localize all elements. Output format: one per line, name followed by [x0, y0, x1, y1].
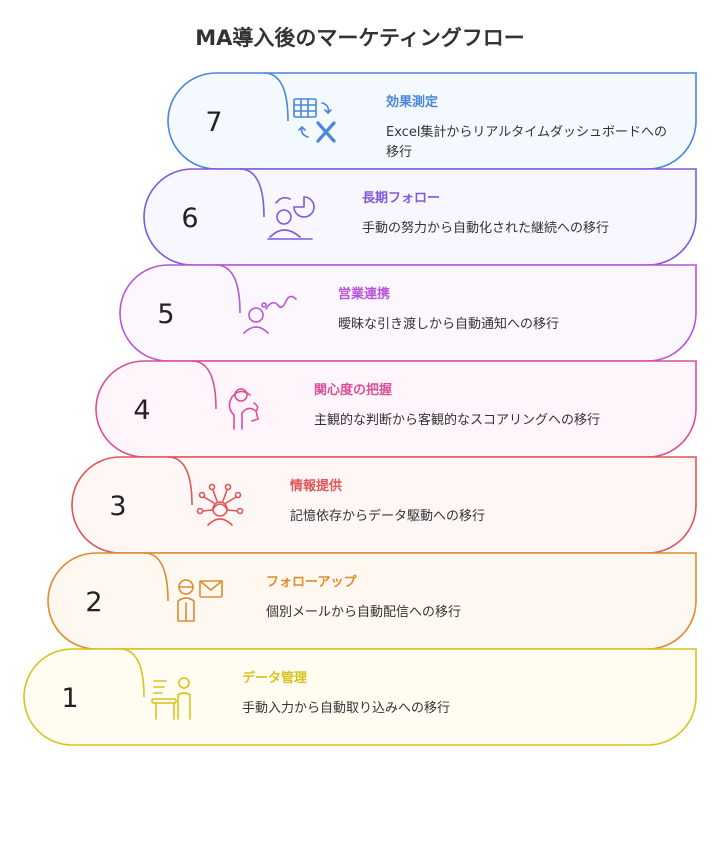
step-band-7: [167, 72, 697, 170]
person-with-mail-icon: [177, 579, 223, 622]
step-number-1: 1: [61, 683, 78, 714]
step-band-2: [47, 552, 697, 650]
step-band-1: [23, 648, 697, 746]
step-description-2: 個別メールから自動配信への移行: [266, 605, 462, 620]
step-divider-1: [119, 648, 145, 698]
step-band-3: [71, 456, 697, 554]
step-number-2: 2: [85, 587, 102, 618]
step-divider-3: [167, 456, 193, 506]
step-band-5: [119, 264, 697, 362]
person-with-network-icon: [196, 483, 244, 526]
step-divider-5: [215, 264, 241, 314]
step-description-3: 記憶依存からデータ駆動への移行: [290, 509, 486, 524]
step-number-4: 4: [133, 395, 150, 426]
person-with-path-icon: [243, 295, 297, 334]
step-divider-6: [239, 168, 265, 218]
step-number-3: 3: [109, 491, 126, 522]
person-with-chart-icon: [267, 196, 315, 240]
page-title: MA導入後のマーケティングフロー: [195, 26, 525, 50]
step-description-5: 曖昧な引き渡しから自動通知への移行: [338, 317, 560, 332]
head-profile-icon: [228, 388, 259, 430]
step-title-2: フォローアップ: [266, 575, 357, 590]
step-band-4: [95, 360, 697, 458]
step-divider-7: [263, 72, 289, 122]
step-band-6: [143, 168, 697, 266]
step-description-6: 手動の努力から自動化された継続への移行: [362, 221, 610, 236]
step-title-5: 営業連携: [338, 287, 391, 302]
spreadsheet-to-excel-icon: [293, 98, 336, 143]
step-divider-2: [143, 552, 169, 602]
step-title-6: 長期フォロー: [362, 191, 441, 206]
step-title-4: 関心度の把握: [314, 383, 393, 398]
step-title-3: 情報提供: [290, 479, 343, 494]
step-description-4: 主観的な判断から客観的なスコアリングへの移行: [314, 413, 601, 428]
step-number-6: 6: [181, 203, 198, 234]
person-at-desk-icon: [151, 677, 191, 720]
step-title-1: データ管理: [242, 671, 308, 686]
step-description-7: Excel集計からリアルタイムダッシュボードへの移行: [386, 125, 668, 160]
step-description-1: 手動入力から自動取り込みへの移行: [242, 701, 451, 716]
step-divider-4: [191, 360, 217, 410]
step-number-7: 7: [205, 107, 222, 138]
step-number-5: 5: [157, 299, 174, 330]
step-title-7: 効果測定: [386, 95, 439, 110]
